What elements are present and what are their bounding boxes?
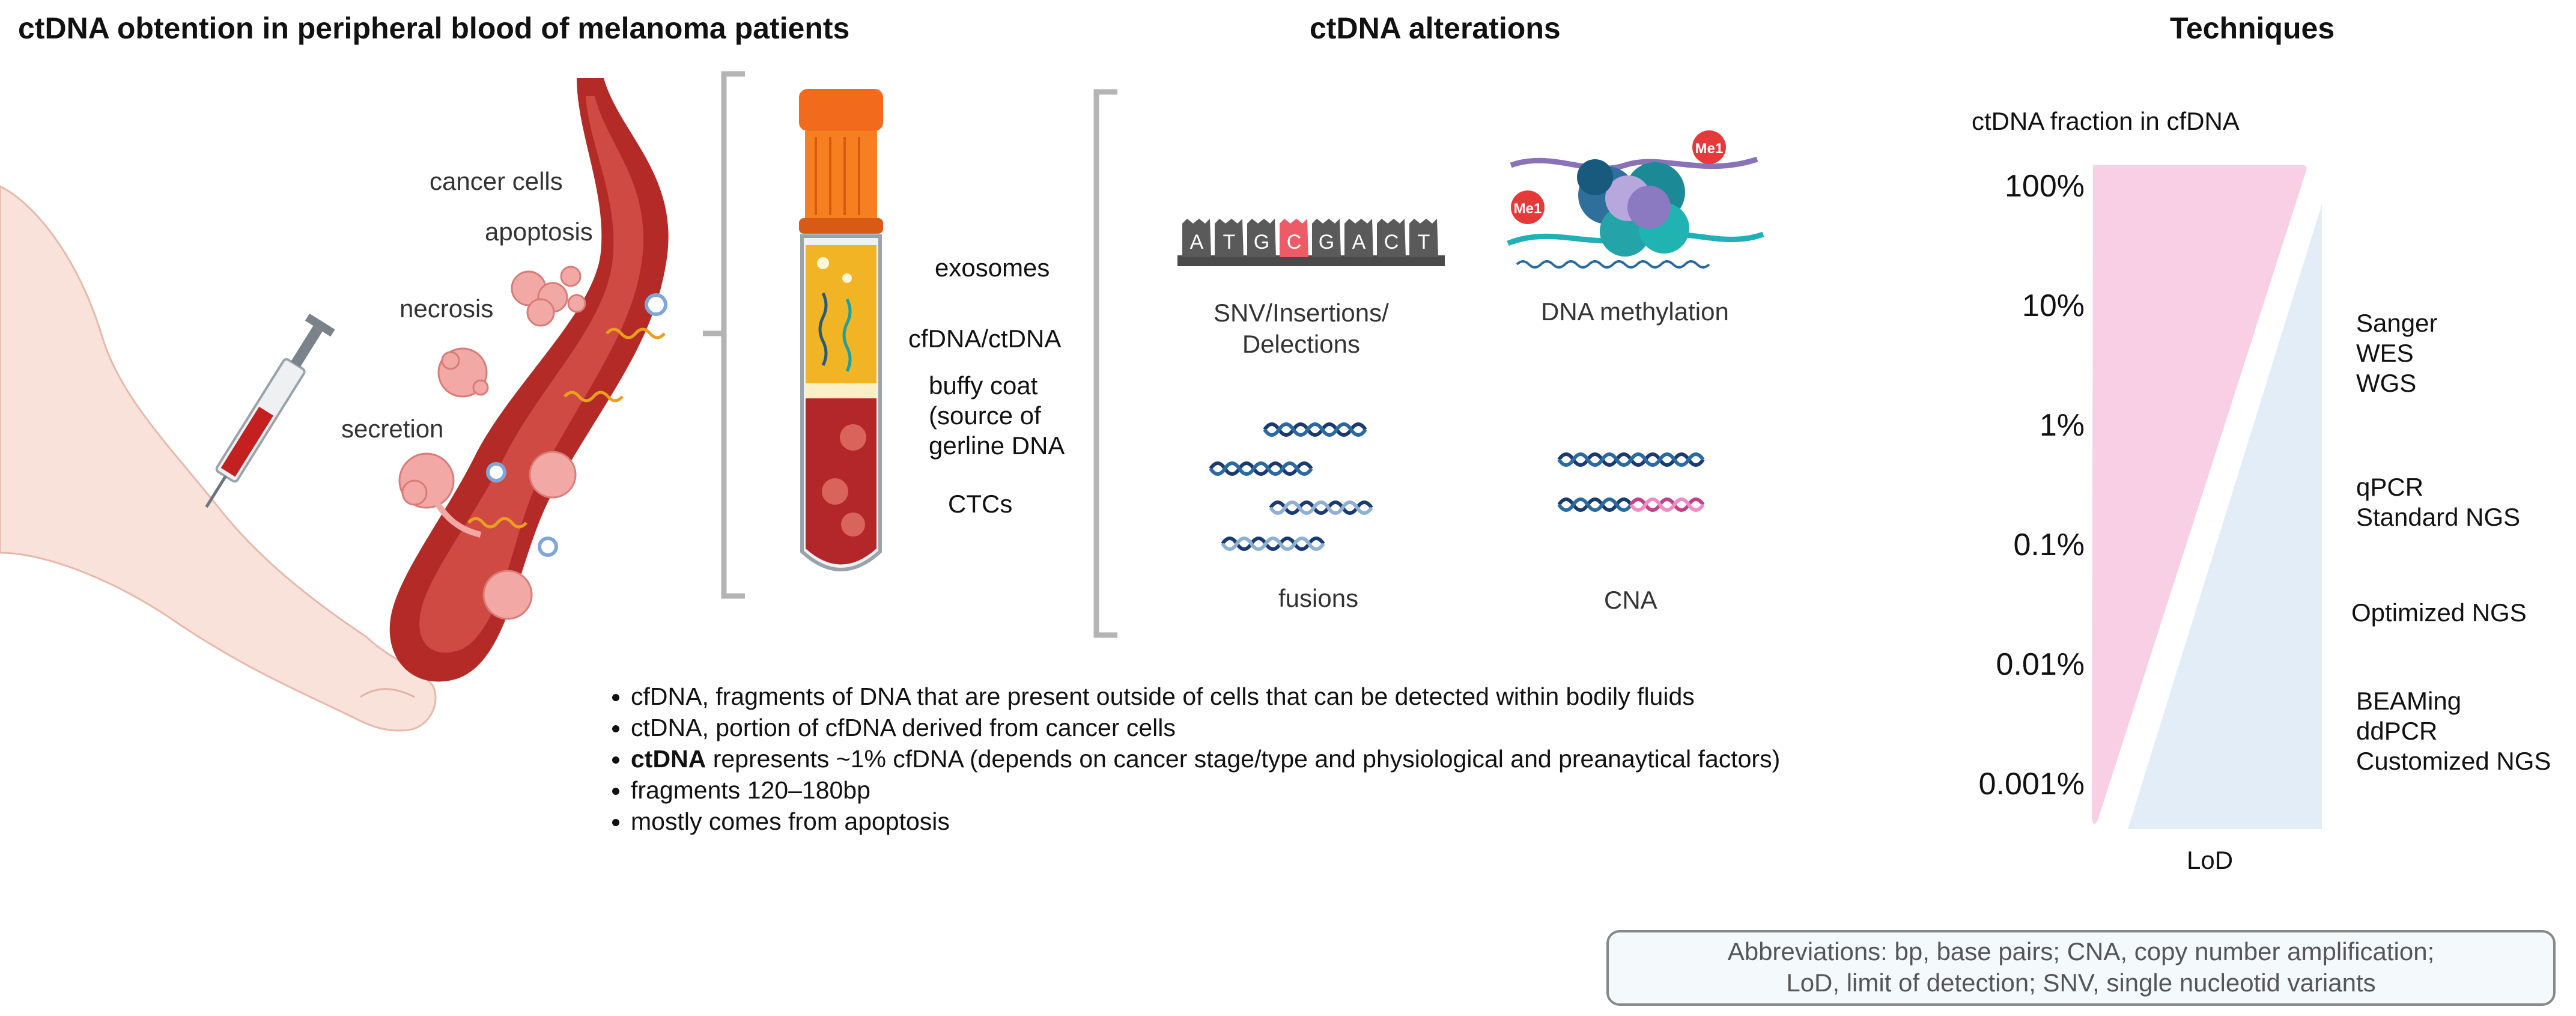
label-buffy-coat: buffy coat (source of gerline DNA	[929, 371, 1065, 460]
right-bracket	[1093, 89, 1117, 638]
list-item: cfDNA, fragments of DNA that are present…	[631, 681, 1892, 712]
base-letter: A	[1190, 231, 1204, 254]
lod-wedge	[2128, 204, 2322, 829]
level-label: 1%	[2039, 408, 2085, 443]
technique-group-1: Sanger WES WGS	[2356, 309, 2438, 397]
dna-methylation-illustration: Me1 Me1	[1507, 130, 1764, 269]
label-apoptosis: apoptosis	[485, 217, 593, 246]
ctdna-fraction-wedge	[2092, 165, 2307, 824]
level-label: 0.001%	[1978, 767, 2085, 802]
label-dna-methylation: DNA methylation	[1541, 297, 1729, 326]
abbreviations-box: Abbreviations: bp, base pairs; CNA, copy…	[1606, 930, 2556, 1006]
base-block: G	[1312, 219, 1341, 257]
blood-tube-illustration	[799, 89, 883, 571]
level-label: 10%	[2022, 288, 2085, 323]
middle-section-title: ctDNA alterations	[1310, 11, 1561, 45]
base-letter: G	[1254, 231, 1269, 254]
label-secretion: secretion	[341, 415, 444, 443]
info-bullet-list: cfDNA, fragments of DNA that are present…	[601, 681, 1892, 837]
base-letter: C	[1287, 231, 1302, 254]
label-cfdna-ctdna: cfDNA/ctDNA	[908, 324, 1062, 353]
label-cna: CNA	[1604, 586, 1657, 614]
list-item: ctDNA represents ~1% cfDNA (depends on c…	[631, 743, 1892, 774]
level-label: 0.01%	[1996, 647, 2085, 682]
base-letter: T	[1418, 231, 1430, 254]
base-block: T	[1215, 219, 1244, 257]
svg-text:Me1: Me1	[1695, 141, 1724, 157]
label-snv: SNV/Insertions/ Delections	[1214, 299, 1389, 358]
label-exosomes: exosomes	[935, 254, 1050, 282]
arm-illustration	[0, 185, 437, 732]
base-block: G	[1247, 219, 1276, 257]
technique-group-3: Optimized NGS	[2351, 598, 2527, 627]
syringe-icon	[205, 313, 335, 508]
list-item: mostly comes from apoptosis	[631, 806, 1892, 837]
base-block: C	[1377, 219, 1406, 257]
lod-label: LoD	[2187, 846, 2234, 874]
base-block: A	[1182, 219, 1211, 257]
base-letter: T	[1223, 231, 1236, 254]
cancer-cell-cluster	[398, 266, 586, 620]
left-section-title: ctDNA obtention in peripheral blood of m…	[18, 11, 850, 45]
base-block: T	[1409, 219, 1438, 257]
list-item: fragments 120–180bp	[631, 774, 1892, 806]
fraction-axis-title: ctDNA fraction in cfDNA	[1972, 107, 2240, 135]
level-label: 0.1%	[2013, 528, 2085, 562]
base-block: C	[1280, 219, 1308, 257]
blood-vessel-illustration	[0, 78, 669, 732]
cna-illustration	[1557, 452, 1705, 512]
technique-group-4: BEAMing ddPCR Customized NGS	[2356, 687, 2551, 775]
label-necrosis: necrosis	[399, 294, 494, 323]
base-letter: A	[1352, 231, 1366, 254]
cfdna-strand-icon	[818, 292, 828, 367]
right-section-title: Techniques	[2170, 11, 2335, 45]
label-cancer-cells: cancer cells	[430, 167, 563, 195]
fraction-lod-wedges	[2092, 165, 2322, 829]
base-block: A	[1344, 219, 1373, 257]
svg-text:Me1: Me1	[1514, 201, 1542, 217]
technique-group-2: qPCR Standard NGS	[2356, 473, 2521, 531]
left-bracket	[703, 71, 745, 599]
methyl-tag-icon: Me1 Me1	[1511, 130, 1726, 224]
label-fusions: fusions	[1278, 584, 1359, 612]
dna-fragment-icon	[467, 327, 666, 529]
list-item: ctDNA, portion of cfDNA derived from can…	[631, 712, 1892, 743]
base-letter: C	[1384, 231, 1399, 254]
exosome-icon	[486, 293, 667, 557]
level-label: 100%	[2005, 169, 2085, 204]
nucleosome-icon	[1577, 159, 1689, 257]
blood-vessel	[389, 78, 669, 682]
fusions-illustration	[1209, 422, 1373, 551]
label-ctcs: CTCs	[948, 490, 1013, 518]
base-letter: G	[1319, 231, 1334, 254]
